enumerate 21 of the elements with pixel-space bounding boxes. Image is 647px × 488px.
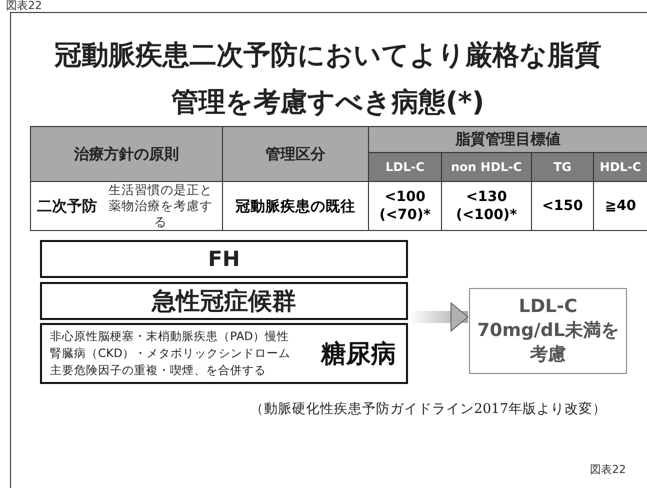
figure-number: 図表22 [6, 0, 43, 12]
figure-number: 図表22 [590, 464, 627, 478]
source-note: （動脈硬化性疾患予防ガイドライン2017年版より改変） [250, 400, 606, 418]
condition-box [40, 323, 408, 384]
node-label: 糖尿病 [321, 338, 396, 370]
table-cell: 二次予防生活習慣の是正と薬物治療を考慮する [30, 181, 223, 231]
condition-box [40, 282, 408, 320]
column-header: LDL-C [368, 152, 442, 182]
node-note: 非心原性脳梗塞・末梢動脈疾患（PAD）慢性腎臓病（CKD）・メタボリックシンドローム主要危険因子の重複・喫煙、を合併する [50, 328, 292, 379]
column-header: 脂質管理目標値 [368, 126, 647, 153]
node-label: FH [208, 247, 240, 271]
condition-box [40, 240, 408, 278]
column-header: 治療方針の原則 [30, 126, 223, 182]
node-label: LDL-C 70mg/dL未満を考慮 [476, 295, 620, 367]
column-header: TG [531, 152, 594, 182]
result-box [469, 288, 627, 374]
column-header: non HDL-C [441, 152, 532, 182]
column-header: HDL-C [593, 152, 647, 182]
node-label: 急性冠症候群 [152, 286, 296, 317]
column-header: 管理区分 [222, 126, 369, 182]
title: 冠動脈疾患二次予防においてより厳格な脂質管理を考慮すべき病態(*) [54, 39, 602, 120]
